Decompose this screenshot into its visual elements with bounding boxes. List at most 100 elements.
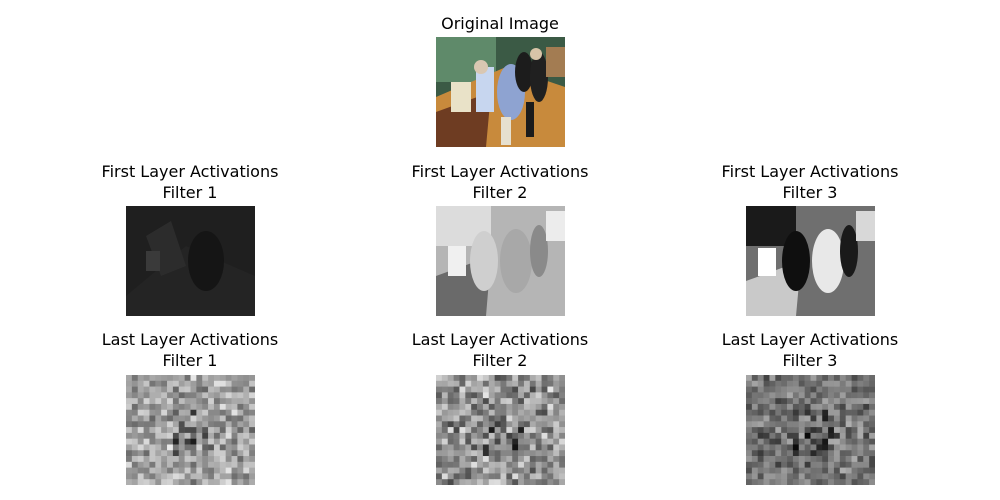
activation-cell xyxy=(172,456,180,463)
activation-cell xyxy=(482,467,490,474)
activation-cell xyxy=(459,456,466,463)
activation-cell xyxy=(751,479,759,485)
activation-cell xyxy=(857,467,864,474)
activation-cell xyxy=(143,421,150,428)
activation-cell xyxy=(500,432,507,439)
activation-cell xyxy=(559,375,565,382)
activation-cell xyxy=(781,432,788,439)
activation-cell xyxy=(131,421,139,428)
activation-cell xyxy=(751,392,759,399)
activation-cell xyxy=(781,409,788,416)
activation-cell xyxy=(219,375,226,382)
activation-cell xyxy=(131,444,139,451)
activation-cell xyxy=(851,479,858,485)
activation-cell xyxy=(869,467,875,474)
activation-cell xyxy=(751,467,759,474)
activation-cell xyxy=(857,461,864,468)
activation-cell xyxy=(869,473,875,480)
activation-cell xyxy=(196,461,203,468)
activation-cell xyxy=(500,421,507,428)
activation-cell xyxy=(184,479,191,485)
activation-cell xyxy=(869,421,875,428)
activation-cell xyxy=(219,392,226,399)
activation-cell xyxy=(547,461,554,468)
activation-cell xyxy=(184,461,191,468)
activation-cell xyxy=(804,386,811,393)
activation-cell xyxy=(822,380,829,387)
activation-cell xyxy=(155,398,162,405)
activation-cell xyxy=(559,444,565,451)
activation-cell xyxy=(196,427,203,434)
activation-cell xyxy=(828,479,835,485)
activation-cell xyxy=(196,432,203,439)
activation-cell xyxy=(213,427,221,434)
activation-cell xyxy=(172,473,180,480)
activation-cell xyxy=(202,438,209,445)
activation-cell xyxy=(219,403,226,411)
activation-cell xyxy=(529,467,536,474)
activation-cell xyxy=(769,467,776,474)
activation-cell xyxy=(213,392,221,399)
activation-cell xyxy=(798,409,805,416)
activation-cell xyxy=(441,403,449,411)
activation-cell xyxy=(822,479,829,485)
activation-cell xyxy=(810,403,817,411)
activation-cell xyxy=(447,415,454,422)
activation-cell xyxy=(845,438,852,445)
activation-cell xyxy=(547,392,554,399)
activation-cell xyxy=(161,415,168,422)
first-layer-activation-3 xyxy=(746,206,875,316)
activation-cell xyxy=(131,392,139,399)
activation-cell xyxy=(553,450,560,457)
activation-cell xyxy=(441,392,449,399)
activation-cell xyxy=(178,421,185,428)
activation-cell xyxy=(161,432,168,439)
activation-cell xyxy=(488,375,495,382)
activation-cell xyxy=(559,438,565,445)
activation-cell xyxy=(775,473,782,480)
activation-cell xyxy=(494,409,501,416)
activation-cell xyxy=(523,456,531,463)
activation-cell xyxy=(436,461,443,468)
activation-cell xyxy=(477,456,484,463)
activation-cell xyxy=(851,456,858,463)
original-image-title: Original Image xyxy=(441,14,559,33)
activation-cell xyxy=(149,461,156,468)
activation-cell xyxy=(178,380,185,387)
activation-cell xyxy=(523,473,531,480)
activation-cell xyxy=(196,380,203,387)
activation-cell xyxy=(839,461,846,468)
activation-cell xyxy=(243,473,250,480)
activation-cell xyxy=(529,392,536,399)
activation-cell xyxy=(202,403,209,411)
activation-cell xyxy=(126,467,133,474)
activation-cell xyxy=(178,450,185,457)
activation-cell xyxy=(196,398,203,405)
activation-cell xyxy=(553,432,560,439)
activation-cell xyxy=(869,432,875,439)
activation-cell xyxy=(471,392,478,399)
activation-cell xyxy=(792,380,800,387)
activation-cell xyxy=(126,438,133,445)
activation-cell xyxy=(447,467,454,474)
activation-cell xyxy=(512,432,519,439)
activation-cell xyxy=(746,473,753,480)
activation-cell xyxy=(751,456,759,463)
activation-cell xyxy=(798,392,805,399)
activation-cell xyxy=(477,444,484,451)
activation-cell xyxy=(559,456,565,463)
activation-cell xyxy=(792,386,800,393)
activation-cell xyxy=(225,461,232,468)
activation-cell xyxy=(746,409,753,416)
activation-cell xyxy=(798,415,805,422)
activation-cell xyxy=(225,444,232,451)
activation-cell xyxy=(769,421,776,428)
activation-cell xyxy=(208,438,215,445)
activation-cell xyxy=(518,398,525,405)
activation-cell xyxy=(459,432,466,439)
activation-cell xyxy=(149,375,156,382)
activation-cell xyxy=(126,456,133,463)
activation-cell xyxy=(172,461,180,468)
activation-cell xyxy=(149,380,156,387)
activation-cell xyxy=(833,432,841,439)
